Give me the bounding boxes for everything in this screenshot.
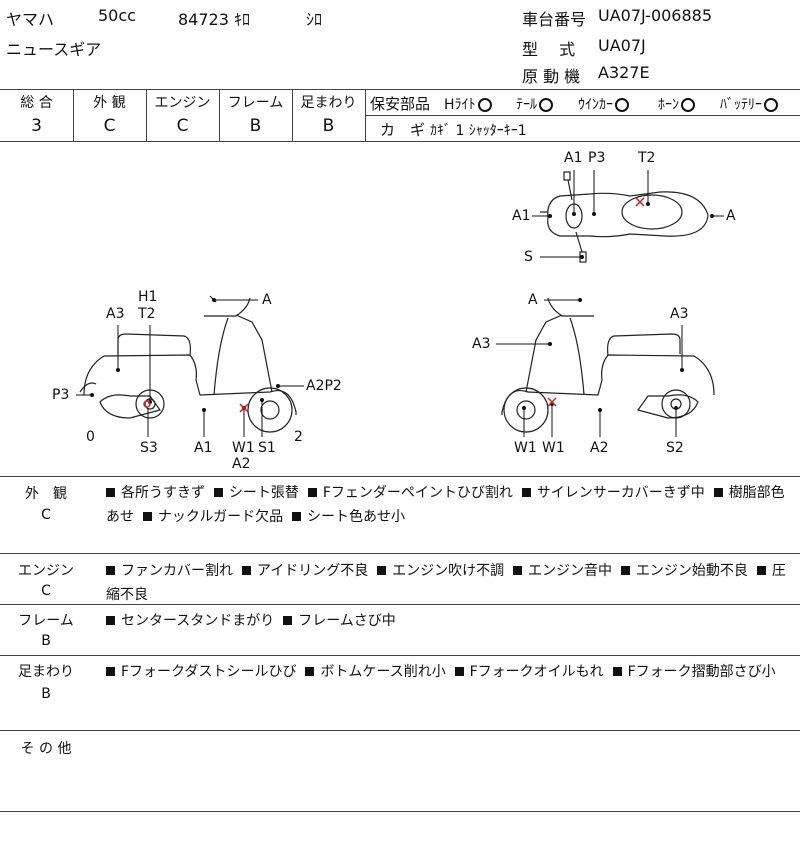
diagram-label: S bbox=[524, 249, 533, 265]
grade-frame: B bbox=[249, 116, 262, 136]
section-grade-frame: B bbox=[41, 633, 51, 649]
condition-diagram bbox=[76, 170, 724, 437]
safety-parts-label: 保安部品 bbox=[370, 95, 431, 113]
ok-circle-icon bbox=[539, 98, 553, 112]
diagram-label: A bbox=[726, 208, 736, 224]
ok-circle-icon bbox=[764, 98, 778, 112]
frame-no-label: 車台番号 bbox=[522, 10, 587, 29]
grade-header-exterior: 外 観 bbox=[93, 95, 126, 111]
section-items-exterior: 各所うすきず シート張替 Fフェンダーペイントひび割れ サイレンサーカバーきず中… bbox=[106, 485, 785, 525]
grade-header-suspension: 足まわり bbox=[300, 95, 357, 111]
left-view-scooter bbox=[79, 295, 297, 433]
diagram-label: A2P2 bbox=[306, 378, 342, 394]
section-name-other: そ の 他 bbox=[20, 741, 72, 757]
grade-exterior: C bbox=[103, 116, 116, 136]
key-label: カ ギ bbox=[380, 121, 426, 139]
section-name-suspension: 足まわり bbox=[18, 664, 74, 680]
type-value: UA07J bbox=[598, 36, 646, 55]
ok-circle-icon bbox=[477, 98, 492, 112]
diagram-label: A1 bbox=[512, 208, 531, 224]
section-grade-suspension: B bbox=[41, 686, 51, 702]
maker: ヤマハ bbox=[6, 10, 55, 29]
part-taillight: ﾃｰﾙ bbox=[516, 94, 555, 114]
ok-circle-icon bbox=[615, 98, 629, 112]
diagram-label: W1 bbox=[542, 440, 565, 456]
diagram-label: A bbox=[262, 292, 272, 308]
diagram-label: P3 bbox=[52, 387, 70, 403]
part-headlight: Hﾗｲﾄ bbox=[444, 94, 494, 114]
mileage: 84723 ｷﾛ bbox=[178, 10, 250, 29]
diagram-label: P3 bbox=[588, 150, 606, 166]
grade-header-overall: 総 合 bbox=[20, 95, 53, 111]
diagram-label: A2 bbox=[232, 456, 251, 472]
diagram-label: W1 bbox=[232, 440, 255, 456]
engine-label: 原 動 機 bbox=[522, 67, 581, 86]
top-view-scooter bbox=[540, 171, 709, 263]
diagram-label: 0 bbox=[86, 429, 95, 445]
engine-value: A327E bbox=[598, 63, 650, 82]
diagram-label: A2 bbox=[590, 440, 609, 456]
diagram-label: W1 bbox=[514, 440, 537, 456]
diagram-label: S3 bbox=[140, 440, 158, 456]
color: ｼﾛ bbox=[306, 10, 323, 29]
grade-engine: C bbox=[176, 116, 189, 136]
section-grade-exterior: C bbox=[41, 507, 51, 523]
grade-suspension: B bbox=[322, 116, 335, 136]
diagram-label: A1 bbox=[194, 440, 213, 456]
ok-circle-icon bbox=[681, 98, 695, 112]
section-name-engine: エンジン bbox=[18, 563, 74, 579]
section-items-engine: ファンカバー割れ アイドリング不良 エンジン吹け不調 エンジン音中 エンジン始動… bbox=[106, 563, 786, 603]
section-items-frame: センタースタンドまがり フレームさび中 bbox=[106, 609, 786, 633]
diagram-label: H1 bbox=[138, 289, 158, 305]
diagram-label: S1 bbox=[258, 440, 276, 456]
diagram-label: A3 bbox=[670, 306, 689, 322]
grade-overall: 3 bbox=[31, 116, 42, 136]
section-items-suspension: Fフォークダストシールひび ボトムケース削れ小 Fフォークオイルもれ Fフォーク… bbox=[106, 660, 786, 684]
diagram-label: A3 bbox=[106, 306, 125, 322]
part-battery: ﾊﾞｯﾃﾘｰ bbox=[720, 94, 780, 114]
part-horn: ﾎｰﾝ bbox=[658, 94, 697, 114]
grade-header-engine: エンジン bbox=[154, 95, 211, 111]
diagram-label: T2 bbox=[138, 306, 156, 322]
key-value: ｶｷﾞ 1 ｼｬｯﾀｰｷｰ1 bbox=[430, 123, 527, 139]
model-name: ニュースギア bbox=[6, 40, 102, 59]
section-name-frame: フレーム bbox=[18, 613, 74, 629]
diagram-label: A bbox=[528, 292, 538, 308]
displacement: 50cc bbox=[98, 6, 136, 25]
diagram-label: 2 bbox=[294, 429, 303, 445]
section-name-exterior: 外 観 bbox=[25, 486, 67, 502]
diagram-label: S2 bbox=[666, 440, 684, 456]
grade-header-frame: フレーム bbox=[227, 95, 284, 111]
frame-no: UA07J-006885 bbox=[598, 6, 713, 25]
diagram-label: A3 bbox=[472, 336, 491, 352]
section-grade-engine: C bbox=[41, 583, 51, 599]
part-winker: ｳｲﾝｶｰ bbox=[578, 94, 631, 114]
diagram-label: A1 bbox=[564, 150, 583, 166]
type-label: 型 式 bbox=[522, 40, 576, 59]
diagram-label: T2 bbox=[638, 150, 656, 166]
